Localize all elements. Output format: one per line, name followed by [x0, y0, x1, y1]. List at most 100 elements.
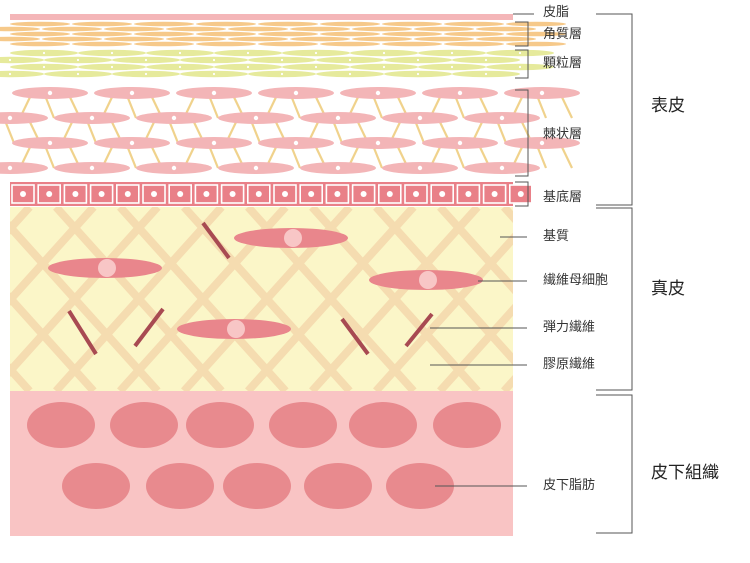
basal-nucleus: [360, 191, 367, 197]
granular-nucleus: [382, 65, 386, 69]
spinous-nucleus: [417, 115, 423, 121]
corneum-cell: [320, 21, 380, 27]
basal-nucleus: [124, 191, 131, 197]
spinous-nucleus: [499, 115, 505, 121]
corneum-cell: [0, 26, 40, 32]
collagen-fiber: [373, 232, 513, 391]
group-shinpi: 真皮: [651, 279, 685, 299]
stratum-granulosum: [0, 49, 554, 78]
corneum-cell: [10, 41, 70, 47]
corneum-cell: [382, 31, 442, 37]
elastic-fiber: [67, 309, 98, 356]
granular-nucleus: [484, 72, 488, 76]
fat-cell: [349, 402, 417, 448]
spinous-nucleus: [375, 140, 381, 146]
fat-cell: [269, 402, 337, 448]
sebum-layer: [10, 14, 513, 20]
corneum-cell: [196, 41, 256, 47]
corneum-cell: [134, 31, 194, 37]
spinous-nucleus: [375, 90, 381, 96]
granular-nucleus: [246, 51, 250, 55]
label-kitei: 基底層: [543, 190, 583, 205]
corneum-cell: [104, 36, 164, 42]
granular-nucleus: [42, 51, 46, 55]
granular-nucleus: [144, 58, 148, 62]
collagen-fiber: [632, 207, 750, 391]
corneum-cell: [320, 31, 380, 37]
spinous-nucleus: [129, 140, 135, 146]
spinous-nucleus: [89, 165, 95, 171]
basal-nucleus: [282, 191, 288, 197]
corneum-cell: [104, 26, 164, 32]
granular-nucleus: [212, 58, 216, 62]
granular-nucleus: [246, 65, 250, 69]
basal-nucleus: [177, 191, 184, 197]
granular-nucleus: [314, 65, 318, 69]
granular-nucleus: [484, 58, 488, 62]
fibroblast-nucleus: [284, 229, 302, 247]
spinous-nucleus: [7, 165, 13, 171]
spinous-cell: [0, 162, 48, 174]
spinous-nucleus: [171, 165, 177, 171]
elastic-fibers: [67, 221, 434, 356]
corneum-cell: [42, 36, 102, 42]
spinous-nucleus: [211, 90, 217, 96]
basal-nucleus: [517, 191, 524, 197]
spinous-nucleus: [539, 90, 545, 96]
bracket-shinpi: [596, 207, 633, 391]
granular-nucleus: [42, 65, 46, 69]
corneum-cell: [134, 21, 194, 27]
label-hishi: 皮脂: [543, 5, 570, 20]
granular-nucleus: [110, 65, 114, 69]
basal-nucleus: [491, 191, 498, 197]
granular-nucleus: [348, 72, 352, 76]
spinous-nucleus: [417, 165, 423, 171]
corneum-cell: [444, 21, 504, 27]
fibroblast-nucleus: [419, 271, 437, 289]
corneum-cell: [0, 36, 40, 42]
corneum-cell: [42, 26, 102, 32]
label-hika-shibo: 皮下脂肪: [543, 478, 596, 493]
granular-nucleus: [8, 72, 12, 76]
group-hyohi: 表皮: [651, 96, 685, 116]
granular-nucleus: [144, 72, 148, 76]
fat-cells: [27, 402, 501, 509]
label-kishitsu: 基質: [543, 229, 570, 244]
corneum-cell: [258, 41, 318, 47]
granular-nucleus: [280, 72, 284, 76]
corneum-cell: [72, 21, 132, 27]
group-hika-soshiki: 皮下組織: [651, 463, 719, 483]
corneum-cell: [352, 26, 412, 32]
fat-cell: [223, 463, 291, 509]
spinous-nucleus: [293, 90, 299, 96]
spinous-nucleus: [47, 90, 53, 96]
corneum-cell: [258, 21, 318, 27]
corneum-cell: [476, 26, 536, 32]
label-kenryu: 顆粒層: [543, 56, 583, 71]
basal-nucleus: [334, 191, 341, 197]
stratum-corneum: [0, 21, 566, 47]
label-sen-i-gasaibo: 繊維母細胞: [543, 273, 609, 288]
fat-cell: [186, 402, 254, 448]
basal-nucleus: [308, 191, 315, 197]
corneum-cell: [166, 36, 226, 42]
collagen-fiber: [309, 207, 481, 391]
collagen-fiber: [10, 207, 97, 306]
spinous-nucleus: [253, 115, 259, 121]
basal-nucleus: [465, 191, 472, 197]
spinous-nucleus: [89, 115, 95, 121]
corneum-cell: [476, 36, 536, 42]
corneum-cell: [134, 41, 194, 47]
fat-cell: [110, 402, 178, 448]
collagen-fiber: [53, 207, 225, 391]
granular-nucleus: [382, 51, 386, 55]
fibroblast-nucleus: [98, 259, 116, 277]
granular-nucleus: [110, 51, 114, 55]
corneum-cell: [10, 21, 70, 27]
collagen-fiber: [632, 207, 750, 391]
fat-cell: [386, 463, 454, 509]
corneum-cell: [506, 21, 566, 27]
granular-cell: [0, 56, 44, 64]
spinous-nucleus: [539, 140, 545, 146]
